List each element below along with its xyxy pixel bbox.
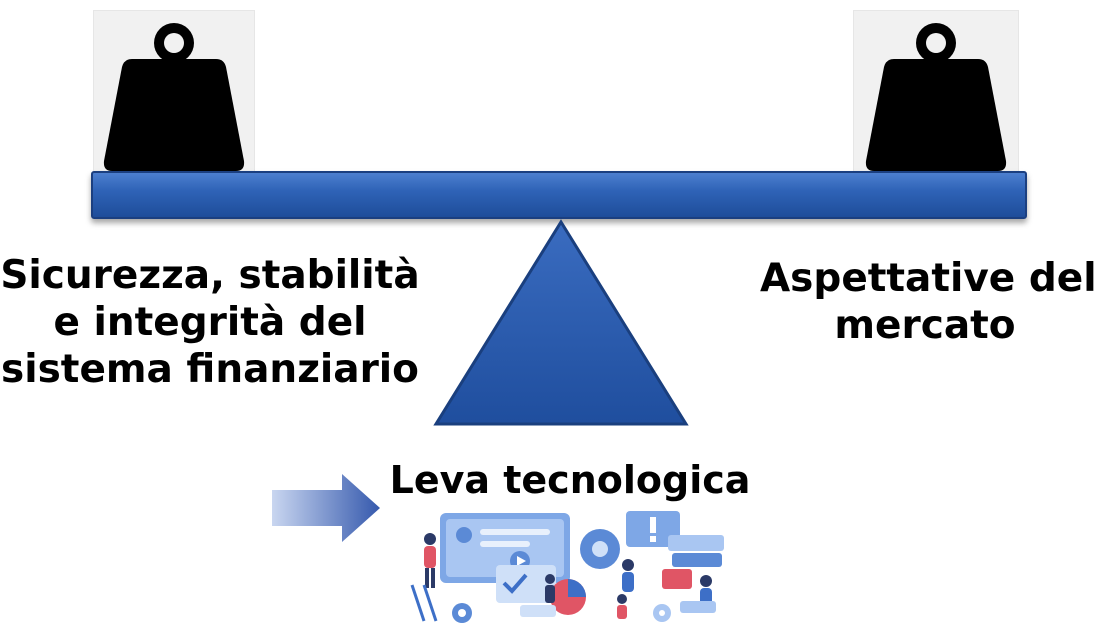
right-weight-label: Aspettative del mercato	[760, 255, 1095, 349]
left-weight	[93, 10, 255, 172]
right-weight	[853, 10, 1019, 172]
right-label-line-2: mercato	[834, 303, 1016, 348]
left-label-line-1: Sicurezza, stabilità	[0, 253, 420, 298]
weight-icon	[865, 23, 1007, 171]
technology-people-illustration	[410, 511, 724, 623]
left-label-line-2: e integrità del	[53, 300, 367, 345]
right-label-line-1: Aspettative del	[760, 256, 1095, 301]
triangle-fulcrum	[433, 219, 689, 426]
left-label-line-3: sistema finanziario	[1, 347, 419, 392]
balance-beam	[91, 171, 1027, 219]
weight-icon	[103, 23, 245, 171]
arrow-right-icon	[272, 474, 380, 542]
left-weight-label: Sicurezza, stabilità e integrità del sis…	[0, 252, 420, 393]
fulcrum-label: Leva tecnologica	[389, 458, 751, 502]
